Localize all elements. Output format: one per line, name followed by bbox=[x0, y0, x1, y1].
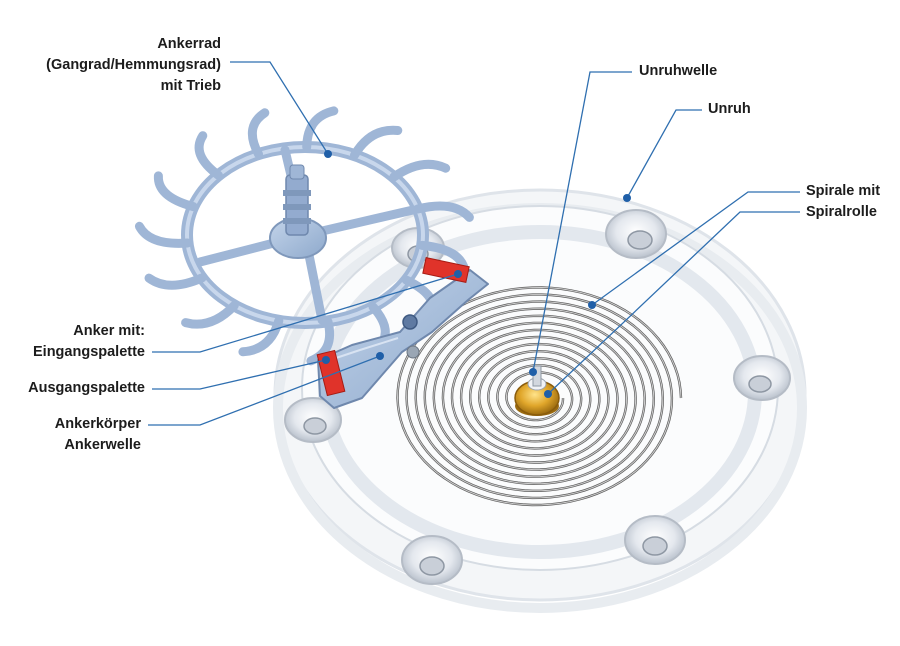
leader-anker bbox=[152, 273, 459, 353]
leader-unruhwelle bbox=[532, 71, 632, 373]
escape-wheel-tooth bbox=[413, 201, 474, 222]
escape-wheel-tooth bbox=[306, 316, 335, 366]
label-spirale: Spirale mit Spiralrolle bbox=[806, 181, 880, 223]
label-unruhwelle: Unruhwelle bbox=[639, 61, 717, 82]
balance-screw bbox=[605, 209, 667, 259]
pallet-arbor bbox=[402, 314, 418, 330]
label-ankerrad-line3: mit Trieb bbox=[160, 78, 221, 94]
escape-wheel-tooth bbox=[350, 125, 403, 160]
escape-pinion bbox=[283, 164, 311, 236]
label-ankerrad: Ankerrad (Gangrad/Hemmungsrad) mit Trieb bbox=[46, 34, 221, 97]
leader-unruh bbox=[626, 109, 702, 199]
label-unruhwelle-line1: Unruhwelle bbox=[639, 63, 718, 79]
escape-wheel-tooth bbox=[134, 221, 192, 248]
leader-ausgang bbox=[152, 359, 327, 390]
escape-wheel-tooth bbox=[194, 131, 223, 180]
escape-wheel-tooth bbox=[238, 316, 284, 357]
label-ausgangspalette-line1: Ausgangspalette bbox=[28, 380, 145, 396]
label-ausgangspalette: Ausgangspalette bbox=[28, 378, 145, 399]
pallet-lever-body bbox=[317, 269, 489, 409]
leader-spirale bbox=[591, 191, 800, 306]
label-unruh: Unruh bbox=[708, 99, 751, 120]
leader-ankerkoerper bbox=[148, 355, 381, 426]
balance-screw bbox=[284, 397, 342, 443]
label-ankerrad-line1: Ankerrad bbox=[157, 36, 221, 52]
escape-wheel bbox=[134, 106, 474, 366]
leader-lines bbox=[148, 61, 800, 426]
label-anker-line1: Anker mit: bbox=[73, 323, 145, 339]
hairspring bbox=[396, 286, 683, 507]
escape-wheel-tooth bbox=[247, 108, 270, 159]
label-ankerkoerper: Ankerkörper Ankerwelle bbox=[55, 414, 141, 456]
escape-wheel-teeth bbox=[134, 106, 474, 366]
leader-dots bbox=[322, 150, 631, 398]
escape-wheel-tooth bbox=[302, 106, 339, 152]
leader-spiralrolle bbox=[547, 211, 800, 395]
label-anker-line2: Eingangspalette bbox=[33, 344, 145, 360]
label-spirale-line2: Spiralrolle bbox=[806, 204, 877, 220]
balance-screw bbox=[733, 355, 791, 401]
balance-screw bbox=[401, 535, 463, 585]
leader-ankerrad bbox=[230, 61, 329, 155]
label-unruh-line1: Unruh bbox=[708, 101, 751, 117]
label-ankerrad-line2: (Gangrad/Hemmungsrad) bbox=[46, 57, 221, 73]
escape-wheel-tooth bbox=[181, 301, 239, 329]
escape-wheel-tooth bbox=[153, 171, 198, 212]
label-ankerkoerper-line2: Ankerwelle bbox=[64, 437, 141, 453]
escape-wheel-tooth bbox=[144, 273, 207, 290]
label-spirale-line1: Spirale mit bbox=[806, 183, 881, 199]
balance-screw bbox=[624, 515, 686, 565]
label-anker: Anker mit: Eingangspalette bbox=[33, 321, 145, 363]
label-ankerkoerper-line1: Ankerkörper bbox=[54, 416, 141, 432]
pallet-fork bbox=[316, 257, 489, 409]
escape-wheel-tooth bbox=[389, 159, 451, 182]
lever-pin bbox=[406, 345, 420, 359]
roller-and-staff bbox=[514, 365, 560, 416]
